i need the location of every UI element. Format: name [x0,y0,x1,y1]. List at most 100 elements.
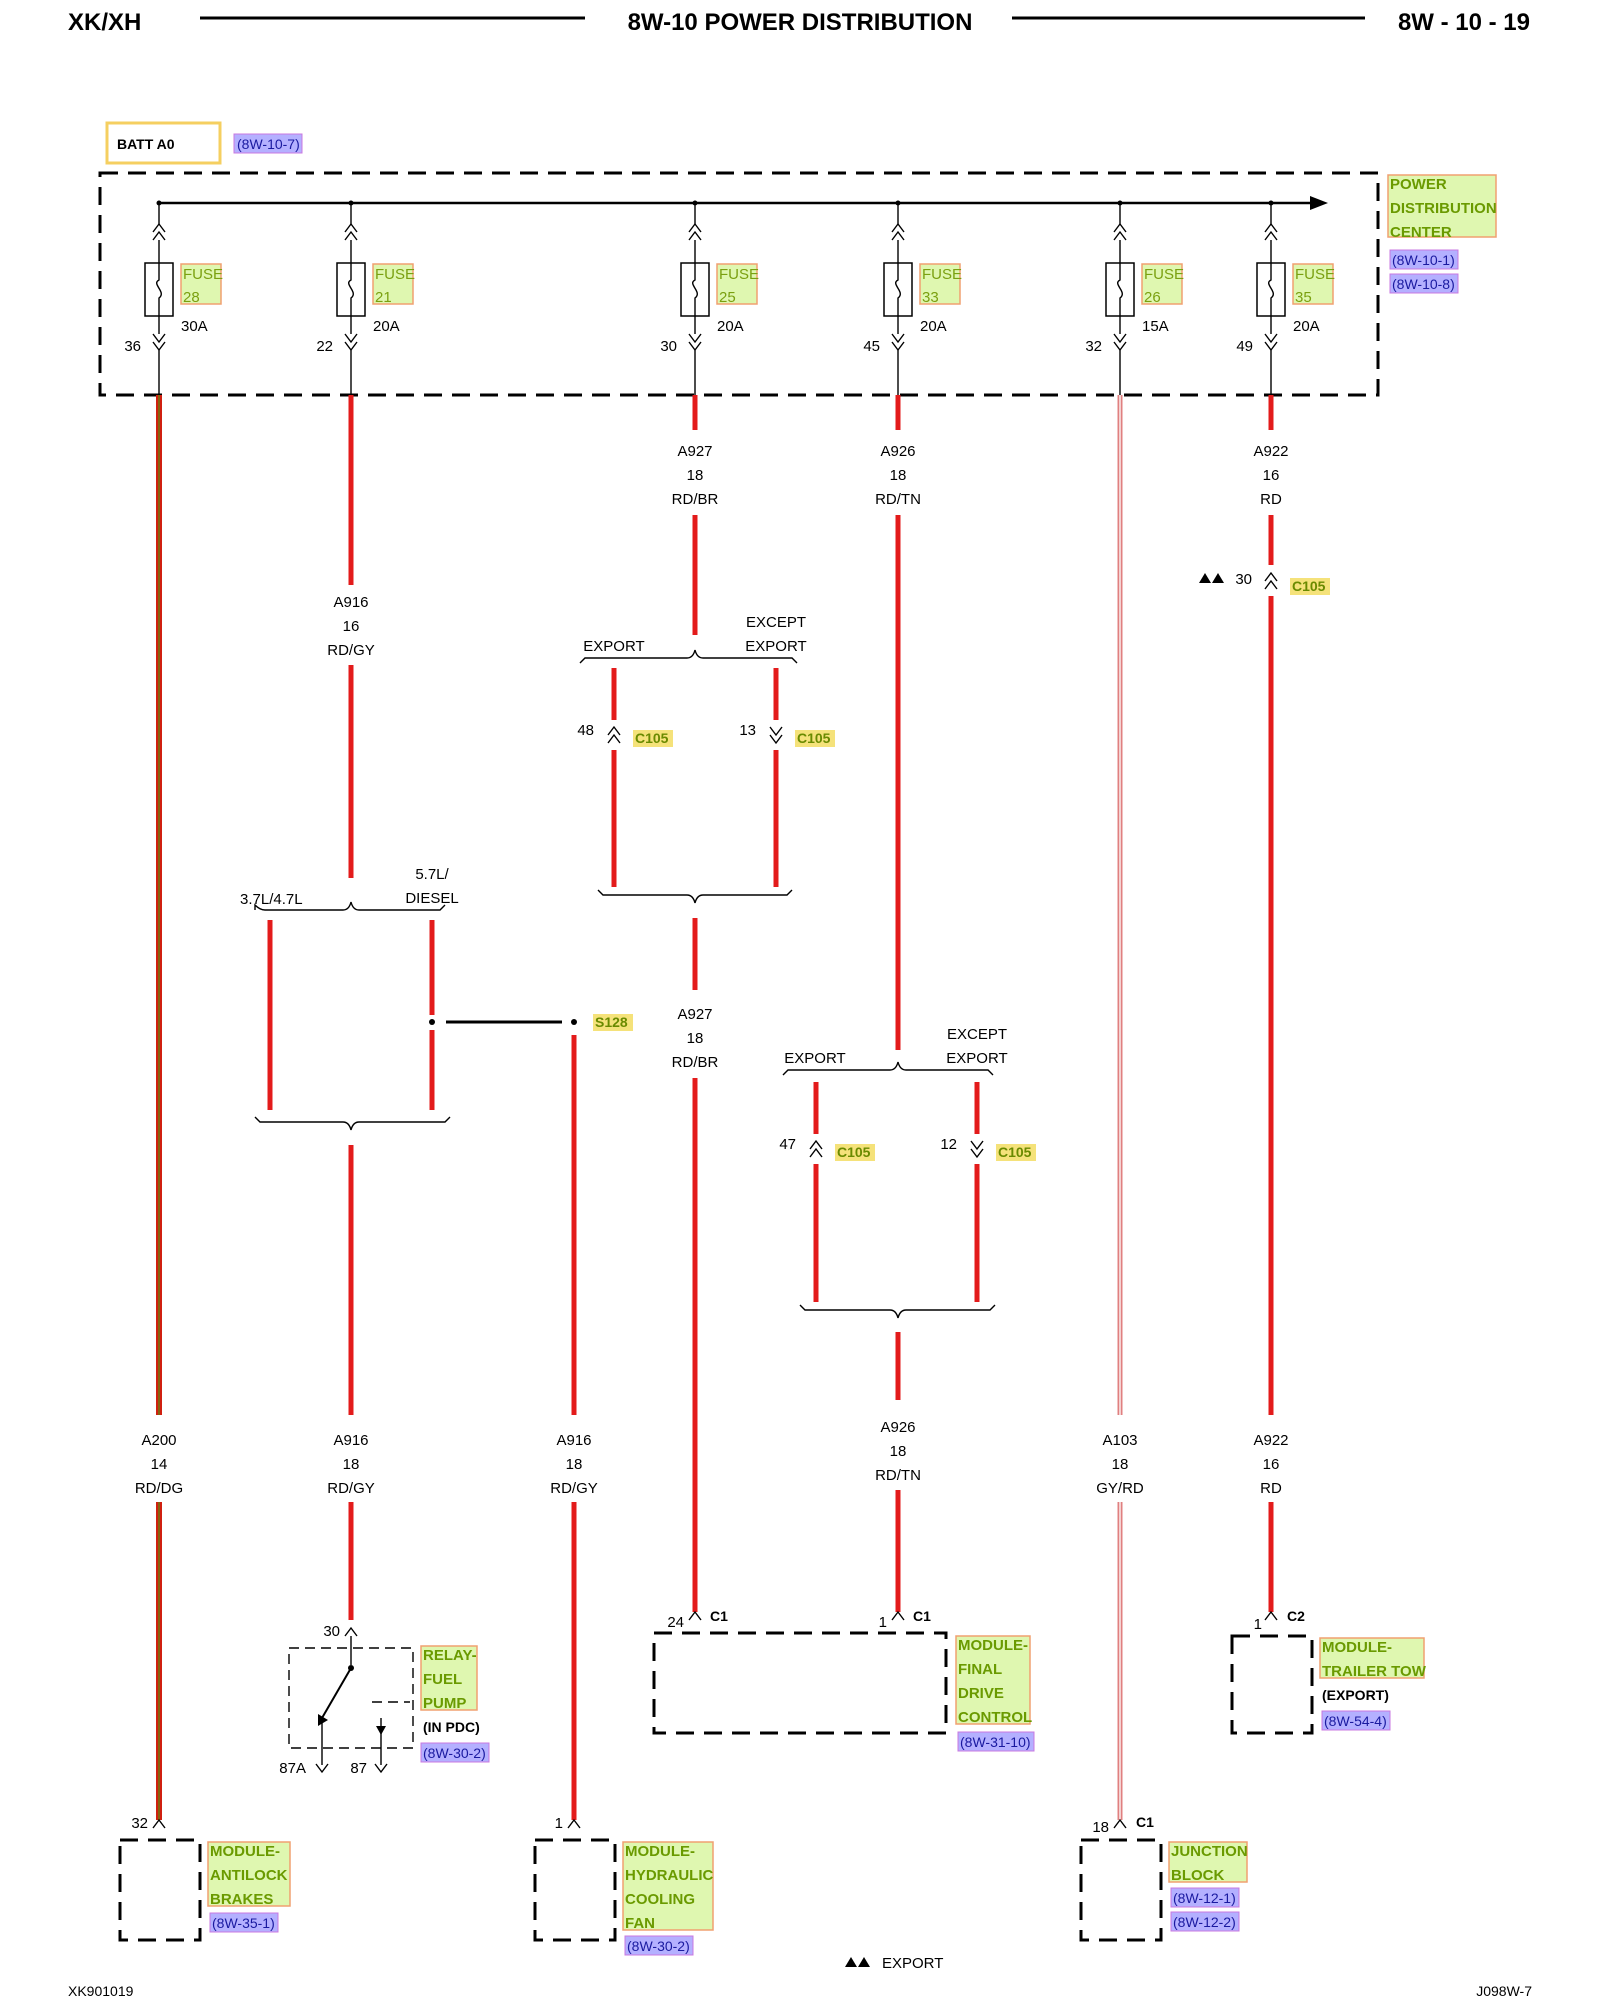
a922-bot-circuit: A922 [1253,1432,1288,1449]
jb-outline [1079,1838,1163,1942]
ttow-outline [1230,1634,1314,1735]
a926-export-option: EXPORT [784,1050,845,1067]
fan-module-l4[interactable]: FAN [625,1915,655,1932]
pdc-ref1-badge[interactable] [1389,249,1459,270]
c105-badge-12[interactable] [996,1144,1036,1161]
jb-label-box[interactable] [1168,1841,1248,1883]
a926-split-brace-bottom [799,1304,996,1319]
abs-ref-link[interactable]: (8W-35-1) [212,1915,275,1931]
c105-label-30[interactable]: C105 [1292,578,1326,594]
fdc-pin-1-icon [891,1610,905,1621]
fuse-35-amps: 20A [1293,318,1320,335]
fuse-35[interactable]: FUSE 35 20A 49 [1236,200,1335,396]
c105-30-icon [1264,571,1278,590]
fdc-l2[interactable]: FINAL [958,1661,1002,1678]
c105-label-13[interactable]: C105 [797,730,831,746]
pdc-ref1-link[interactable]: (8W-10-1) [1392,252,1455,268]
fuse-33[interactable]: FUSE 33 20A 45 [863,200,962,396]
pdc-ref2-badge[interactable] [1389,273,1459,294]
fdc-label-box[interactable] [955,1635,1031,1725]
c105-badge-13[interactable] [795,730,835,747]
fdc-ref-link[interactable]: (8W-31-10) [960,1734,1031,1750]
fuse-33-pin: 45 [863,338,880,355]
splice-dot-left [429,1019,435,1025]
pdc-label-line1[interactable]: POWER [1390,176,1447,193]
a200-gauge: 14 [151,1456,168,1473]
a927-export-option: EXPORT [583,638,644,655]
fuse-33-amps: 20A [920,318,947,335]
pdc-label-line3[interactable]: CENTER [1390,224,1452,241]
relay-note: (IN PDC) [423,1719,480,1735]
jb-ref2-badge[interactable] [1170,1911,1240,1932]
fuse-21-word: FUSE [375,266,415,283]
ttow-label-box[interactable] [1319,1637,1425,1679]
abs-module-label-box[interactable] [207,1841,291,1907]
ttow-l2[interactable]: TRAILER TOW [1322,1663,1427,1680]
fdc-ref-badge[interactable] [957,1731,1035,1752]
fdc-l1[interactable]: MODULE- [958,1637,1028,1654]
pdc-label-line2[interactable]: DISTRIBUTION [1390,200,1497,217]
c105-12-icon [970,1140,984,1159]
ttow-ref-link[interactable]: (8W-54-4) [1324,1713,1387,1729]
relay-pin-87-icon [374,1763,388,1774]
c105-badge-47[interactable] [835,1144,875,1161]
relay-l1[interactable]: RELAY- [423,1647,477,1664]
abs-ref-badge[interactable] [209,1912,279,1933]
a926-top-circuit: A926 [880,443,915,460]
fuse-25[interactable]: FUSE 25 20A 30 [660,200,759,396]
fdc-c1-left: C1 [710,1608,728,1624]
batt-ref-badge[interactable] [233,133,303,154]
pdc-ref2-link[interactable]: (8W-10-8) [1392,276,1455,292]
relay-ref-link[interactable]: (8W-30-2) [423,1745,486,1761]
a103-gauge: 18 [1112,1456,1129,1473]
fuse-26[interactable]: FUSE 26 15A 32 [1085,200,1184,396]
jb-l2[interactable]: BLOCK [1171,1867,1224,1884]
ttow-l1[interactable]: MODULE- [1322,1639,1392,1656]
fdc-l3[interactable]: DRIVE [958,1685,1004,1702]
ttow-ref-badge[interactable] [1321,1710,1391,1731]
fuse-26-amps: 15A [1142,318,1169,335]
c105-badge-48[interactable] [633,730,673,747]
c105-badge-30[interactable] [1290,578,1330,595]
relay-l3[interactable]: PUMP [423,1695,466,1712]
fuse-25-word: FUSE [719,266,759,283]
fan-module-outline [533,1838,617,1942]
c105-label-48[interactable]: C105 [635,730,669,746]
batt-source-box [105,121,222,165]
fan-module-label-box[interactable] [622,1841,714,1931]
relay-l2[interactable]: FUEL [423,1671,462,1688]
pdc-label-box[interactable] [1387,174,1497,238]
relay-label-box[interactable] [420,1645,478,1711]
a916-fan-circuit: A916 [556,1432,591,1449]
jb-ref1-badge[interactable] [1170,1887,1240,1908]
c105-48-icon [607,725,621,744]
c105-label-47[interactable]: C105 [837,1144,871,1160]
abs-module-l1[interactable]: MODULE- [210,1843,280,1860]
fan-module-l3[interactable]: COOLING [625,1891,695,1908]
fan-ref-link[interactable]: (8W-30-2) [627,1938,690,1954]
a200-color: RD/DG [135,1480,183,1497]
relay-ref-badge[interactable] [420,1742,490,1763]
a927-split-brace-top [579,649,798,664]
abs-module-l2[interactable]: ANTILOCK [210,1867,288,1884]
fan-module-l1[interactable]: MODULE- [625,1843,695,1860]
fan-module-l2[interactable]: HYDRAULIC [625,1867,713,1884]
jb-ref2-link[interactable]: (8W-12-2) [1173,1914,1236,1930]
fan-ref-badge[interactable] [624,1935,694,1956]
abs-module-l3[interactable]: BRAKES [210,1891,273,1908]
fuse-28[interactable]: FUSE 28 30A 36 [124,200,223,396]
a927-mid-circuit: A927 [677,1006,712,1023]
ttow-c2: C2 [1287,1608,1305,1624]
batt-ref-link[interactable]: (8W-10-7) [237,136,300,152]
engine-option-b2: DIESEL [405,890,458,907]
footer-legend: EXPORT [882,1955,943,1972]
jb-l1[interactable]: JUNCTION [1171,1843,1248,1860]
jb-ref1-link[interactable]: (8W-12-1) [1173,1890,1236,1906]
s128-label[interactable]: S128 [595,1014,628,1030]
fdc-l4[interactable]: CONTROL [958,1709,1032,1726]
c105-label-12[interactable]: C105 [998,1144,1032,1160]
s128-badge[interactable] [593,1014,633,1031]
fuse-33-word: FUSE [922,266,962,283]
ttow-pin-icon [1264,1610,1278,1621]
fuse-21[interactable]: FUSE 21 20A 22 [316,200,415,396]
